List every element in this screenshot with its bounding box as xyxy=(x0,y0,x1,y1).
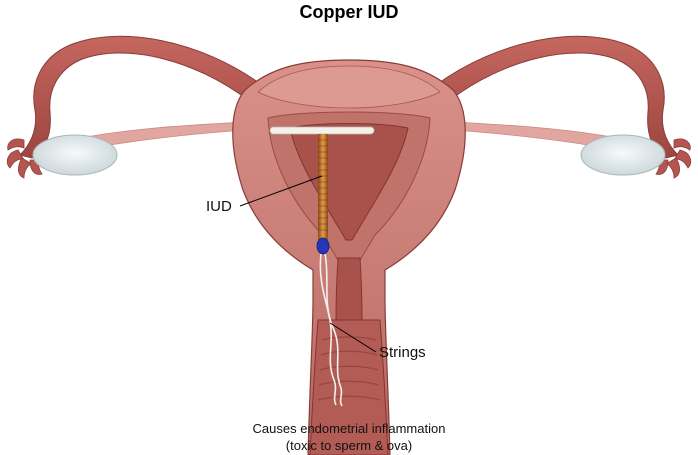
iud-leader-line xyxy=(239,175,323,207)
diagram-title: Copper IUD xyxy=(299,2,399,22)
left-ovary xyxy=(32,134,118,176)
iud-arms xyxy=(269,126,375,135)
right-ovary xyxy=(580,134,666,176)
cervical-canal xyxy=(335,257,363,321)
vaginal-rugae xyxy=(317,336,381,401)
iud-copper-stem xyxy=(318,134,328,240)
caption-line-1: Causes endometrial inflammation xyxy=(252,421,446,436)
left-fimbriae xyxy=(6,138,43,179)
caption-line-2: (toxic to sperm & ova) xyxy=(285,438,413,453)
uterine-fundus xyxy=(257,65,441,109)
vaginal-canal xyxy=(309,319,389,455)
iud-blue-tip xyxy=(316,237,330,255)
right-fimbriae xyxy=(655,138,692,179)
strings-leader-line xyxy=(329,322,377,353)
iud-strings xyxy=(319,253,343,407)
strings-label: Strings xyxy=(379,344,426,361)
copper-iud xyxy=(269,126,375,255)
iud-label: IUD xyxy=(206,198,232,215)
